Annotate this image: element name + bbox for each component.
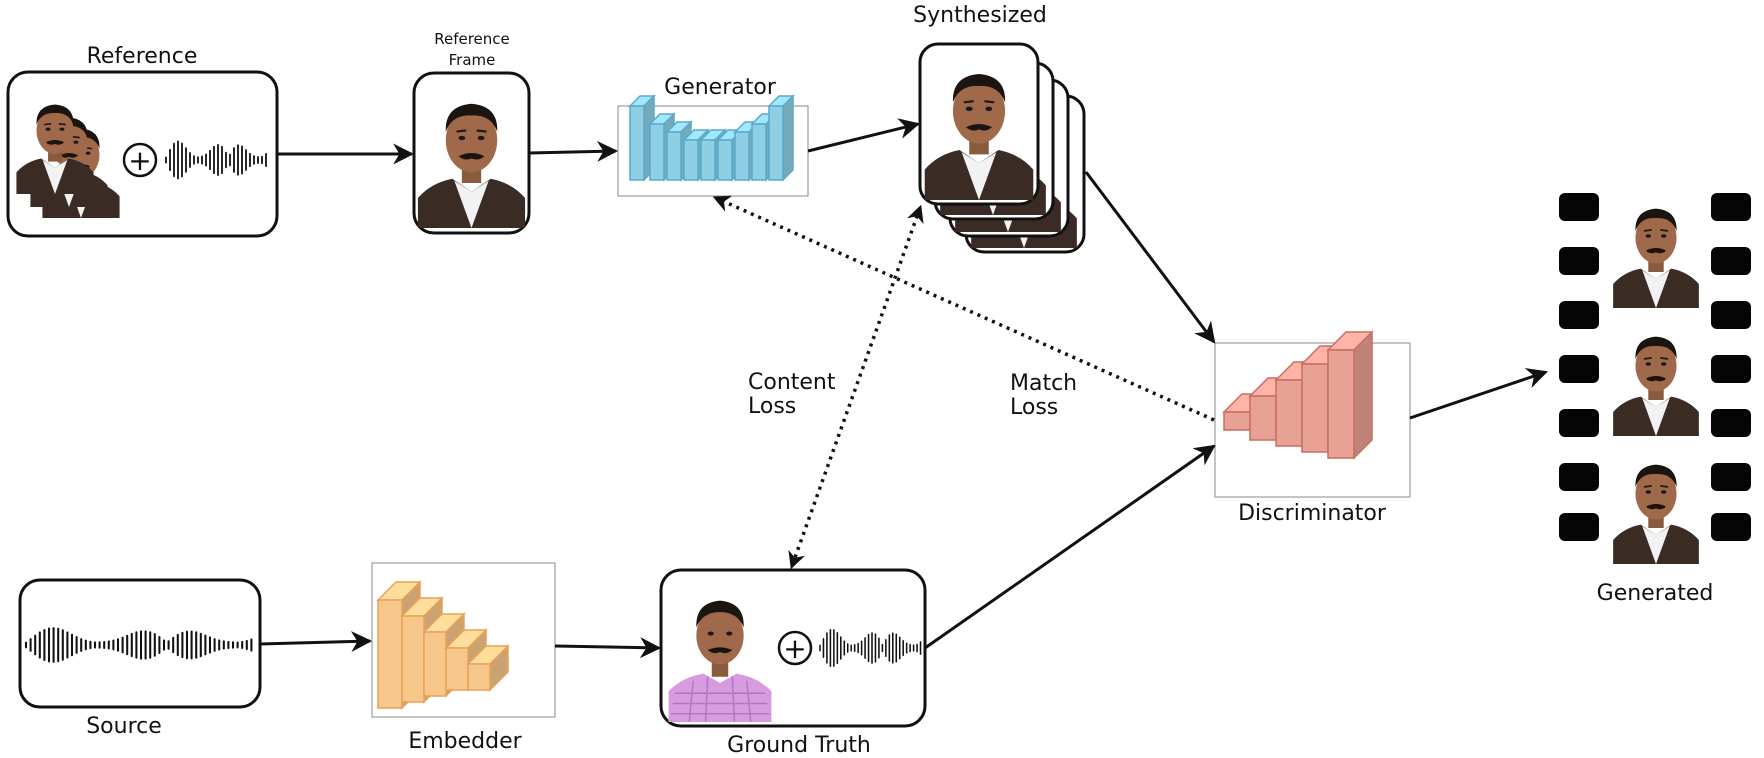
audio-waveform-icon	[165, 140, 267, 180]
arrow-embedder-to-ground-truth	[554, 637, 662, 659]
content-loss-label-line1: Content	[748, 370, 836, 395]
generator-network-icon	[628, 94, 795, 182]
film-perforation	[1711, 463, 1751, 491]
reference-label: Reference	[87, 44, 198, 69]
film-perforation	[1559, 463, 1599, 491]
film-perforation	[1711, 193, 1751, 221]
synthesized-stack	[918, 42, 1086, 254]
audio-waveform-icon	[819, 629, 922, 667]
ground-truth-label: Ground Truth	[727, 733, 871, 758]
arrow-ground-truth-to-discriminator	[924, 444, 1216, 650]
add-icon	[777, 630, 813, 666]
generated-label: Generated	[1597, 581, 1714, 606]
embedder-layer	[466, 644, 510, 692]
generator-label: Generator	[664, 75, 777, 100]
discriminator-network-icon	[1222, 330, 1374, 460]
plus-symbol: +	[128, 144, 151, 177]
film-perforation	[1559, 301, 1599, 329]
film-perforation	[1559, 355, 1599, 383]
arrow-generator-to-synthesized	[807, 118, 921, 153]
synthesized-label: Synthesized	[913, 3, 1047, 28]
film-perforation	[1711, 355, 1751, 383]
embedder-network-icon	[376, 580, 510, 710]
flow-arrows	[259, 118, 1548, 659]
film-perforation	[1711, 513, 1751, 541]
film-perforation	[1711, 301, 1751, 329]
discriminator-layer	[1326, 330, 1374, 460]
match-loss-label-line1: Match	[1010, 371, 1077, 396]
arrow-source-to-embedder	[259, 631, 373, 653]
arrow-discriminator-to-generated	[1409, 368, 1548, 420]
discriminator-label: Discriminator	[1238, 501, 1387, 526]
film-perforation	[1711, 247, 1751, 275]
film-perforation	[1711, 409, 1751, 437]
film-perforation	[1559, 247, 1599, 275]
loss-arrows	[712, 195, 1215, 570]
film-perforation	[1559, 513, 1599, 541]
film-perforation	[1559, 409, 1599, 437]
arrow-frame-to-generator	[528, 140, 619, 162]
film-strip-icon	[1559, 193, 1751, 564]
plus-symbol: +	[783, 632, 806, 665]
face-photo-icon	[667, 578, 773, 722]
film-perforation	[1559, 193, 1599, 221]
add-icon	[122, 142, 158, 178]
generated-frame	[1612, 335, 1700, 436]
embedder-label: Embedder	[408, 729, 522, 754]
reference-frame-label-line1: Reference	[434, 30, 510, 48]
audio-waveform-icon	[24, 627, 253, 663]
generator-layer	[767, 94, 795, 182]
arrow-synthesized-to-discriminator	[1084, 171, 1216, 344]
generated-frame	[1612, 463, 1700, 564]
match-loss-arrow	[712, 195, 1215, 422]
match-loss-label-line2: Loss	[1010, 395, 1058, 420]
reference-frame-label-line2: Frame	[449, 51, 496, 69]
generated-frame	[1612, 207, 1700, 308]
source-label: Source	[86, 714, 162, 739]
content-loss-label-line2: Loss	[748, 394, 796, 419]
